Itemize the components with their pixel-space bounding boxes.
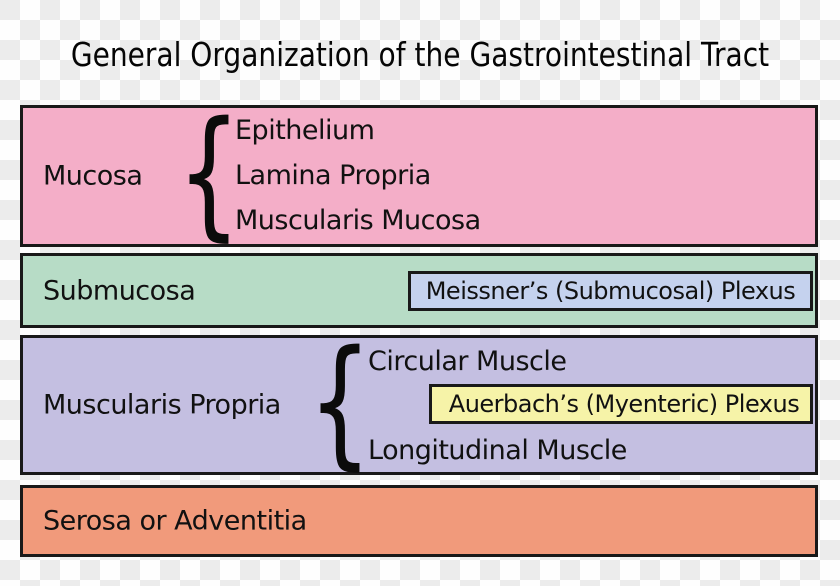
muscularis-propria-label: Muscularis Propria [43,389,281,421]
layer-mucosa: Mucosa { Epithelium Lamina Propria Muscu… [20,105,818,247]
meissner-plexus-box: Meissner’s (Submucosal) Plexus [408,271,813,311]
sublayer-muscularis-mucosa: Muscularis Mucosa [235,205,481,236]
layer-submucosa: Submucosa Meissner’s (Submucosal) Plexus [20,253,818,328]
sublayer-longitudinal-muscle: Longitudinal Muscle [368,435,627,466]
sublayer-circular-muscle: Circular Muscle [368,346,567,377]
diagram-title: General Organization of the Gastrointest… [70,35,770,74]
mucosa-sublayer-list: Epithelium Lamina Propria Muscularis Muc… [235,108,481,244]
auerbach-plexus-label: Auerbach’s (Myenteric) Plexus [448,390,800,418]
meissner-plexus-label: Meissner’s (Submucosal) Plexus [425,277,796,305]
mucosa-label: Mucosa [43,160,143,192]
auerbach-plexus-box: Auerbach’s (Myenteric) Plexus [429,384,813,424]
layer-serosa: Serosa or Adventitia [20,485,818,557]
submucosa-label: Submucosa [43,275,196,306]
mucosa-brace-icon: { [176,93,242,256]
sublayer-lamina-propria: Lamina Propria [235,160,431,191]
layer-muscularis-propria: Muscularis Propria { Circular Muscle Aue… [20,322,818,485]
serosa-label: Serosa or Adventitia [43,505,307,537]
muscularis-brace-icon: { [307,322,373,485]
sublayer-epithelium: Epithelium [235,115,375,146]
